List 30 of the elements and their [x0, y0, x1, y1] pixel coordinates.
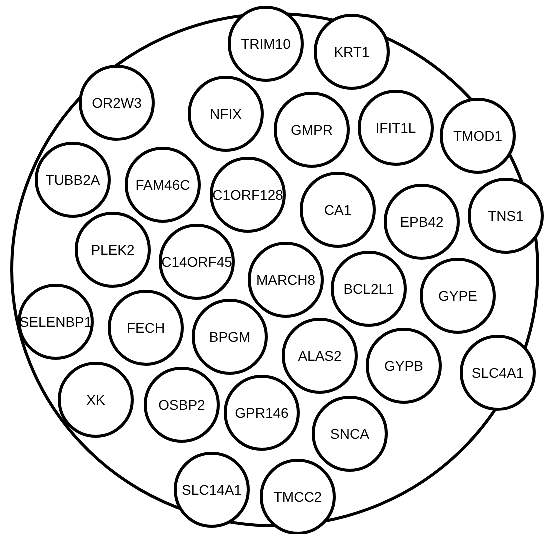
gene-label: GMPR — [291, 122, 333, 138]
gene-label: TNS1 — [488, 208, 524, 224]
gene-label: BCL2L1 — [344, 281, 394, 297]
gene-label: FAM46C — [136, 177, 190, 193]
gene-label: TMCC2 — [274, 489, 322, 505]
gene-label: TMOD1 — [454, 128, 502, 144]
gene-label: ALAS2 — [298, 348, 342, 364]
gene-label: SNCA — [330, 426, 370, 442]
gene-label: OSBP2 — [158, 397, 206, 413]
gene-label: PLEK2 — [91, 242, 135, 258]
gene-label: C14ORF45 — [162, 254, 232, 270]
gene-label: GYPE — [438, 288, 478, 304]
gene-label: KRT1 — [334, 44, 370, 60]
gene-label: GYPB — [384, 358, 424, 374]
gene-label: NFIX — [210, 106, 242, 122]
gene-label: EPB42 — [400, 214, 444, 230]
gene-label: GPR146 — [235, 405, 289, 421]
gene-label: FECH — [126, 320, 166, 336]
gene-label: TRIM10 — [241, 36, 291, 52]
gene-label: MARCH8 — [256, 272, 316, 288]
gene-label: C1ORF128 — [212, 187, 284, 203]
gene-label: TUBB2A — [46, 172, 100, 188]
gene-label: IFIT1L — [376, 120, 416, 136]
gene-label: SLC4A1 — [472, 365, 524, 381]
gene-label: BPGM — [209, 329, 251, 345]
gene-label: SELENBP1 — [20, 314, 92, 330]
gene-label: OR2W3 — [92, 95, 142, 111]
gene-label: CA1 — [324, 202, 352, 218]
gene-label: SLC14A1 — [182, 482, 242, 498]
gene-label: XK — [86, 392, 106, 408]
